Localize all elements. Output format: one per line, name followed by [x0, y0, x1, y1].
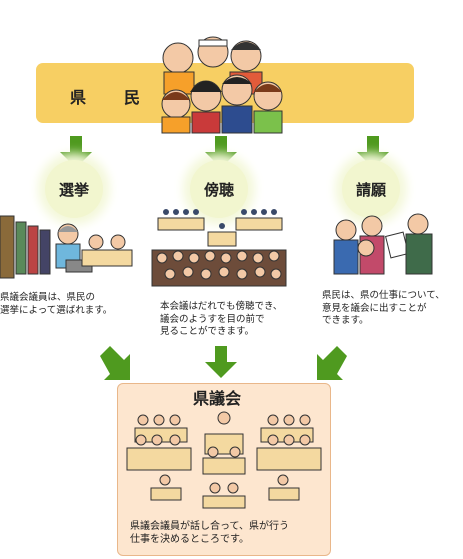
gallery-description: 本会議はだれでも傍聴でき、 議会のようすを目の前で 見ることができます。: [160, 301, 283, 337]
election-label: 選挙: [45, 160, 103, 218]
council-description: 県議会議員が話し合って、県が行う 仕事を決めるところです。: [130, 521, 289, 545]
gallery-illustration: [151, 209, 287, 287]
council-chamber-illustration: [126, 411, 322, 509]
petition-illustration: [333, 213, 433, 275]
citizens-title: 県 民: [70, 88, 152, 107]
gallery-label: 傍聴: [190, 160, 248, 218]
election-description: 県議会議員は、県民の 選挙によって選ばれます。: [0, 292, 113, 316]
petition-label: 請願: [342, 160, 400, 218]
arrow-gallery-to-council: [205, 346, 237, 378]
election-illustration: [0, 215, 133, 279]
petition-description: 県民は、県の仕事について、 意見を議会に出すことが できます。: [322, 290, 445, 326]
council-title: 県議会: [193, 389, 242, 408]
arrow-election-to-council: [100, 346, 130, 380]
arrow-petition-to-council: [317, 346, 347, 380]
